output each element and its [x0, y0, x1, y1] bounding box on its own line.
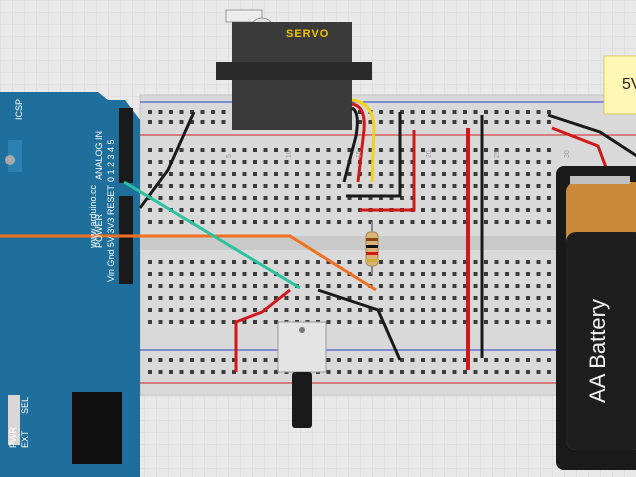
analog-header [119, 108, 133, 183]
column-number: 15 [356, 150, 363, 158]
column-number: 5 [226, 154, 233, 158]
column-number: 25 [494, 150, 501, 158]
ext-label: EXT [20, 430, 30, 448]
power-jack [72, 392, 122, 464]
analog-in-label: ANALOG IN [94, 130, 104, 180]
resistor [365, 222, 379, 274]
potentiometer [277, 321, 327, 428]
servo-brand-label: SERVO [286, 28, 330, 40]
battery-label: AA Battery [585, 299, 610, 403]
sticky-note-text: 5V [622, 76, 636, 93]
arduino-board [0, 92, 140, 477]
pwr-label: PWR [8, 427, 18, 448]
icsp-label: ICSP [14, 98, 24, 120]
jumper-wires [0, 111, 636, 372]
servo-wires [342, 98, 376, 183]
jumper-icon [8, 395, 20, 445]
column-number: 30 [564, 150, 571, 158]
column-number: 20 [426, 150, 433, 158]
column-number: 10 [286, 150, 293, 158]
battery-pack [556, 166, 636, 470]
power-label: POWER [94, 213, 104, 248]
power-header [119, 196, 133, 284]
sel-label: SEL [20, 396, 30, 414]
analog-pins-label: 0 1 2 3 4 5 [106, 139, 116, 182]
breadboard-holes [148, 110, 551, 374]
power-pins-label: Vin Gnd 5V 3V3 RESET [106, 185, 116, 282]
reset-button-icon [5, 155, 15, 165]
sticky-note [603, 55, 636, 115]
servo-motor [216, 9, 372, 130]
